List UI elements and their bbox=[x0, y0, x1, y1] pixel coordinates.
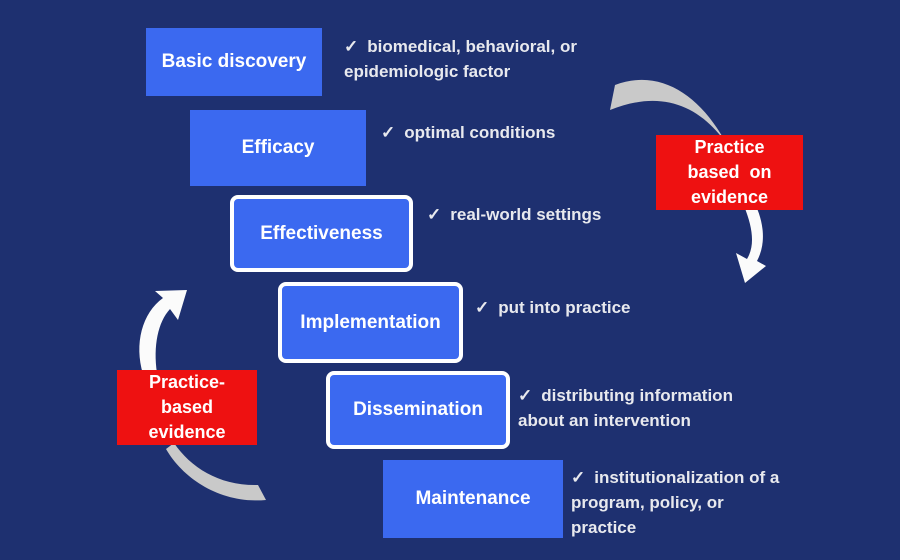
checkmark-icon: ✓ bbox=[344, 37, 359, 56]
callout-line: evidence bbox=[148, 422, 226, 442]
note-effectiveness: ✓ real-world settings bbox=[427, 202, 601, 227]
stage-label: Basic discovery bbox=[161, 51, 307, 72]
curved-arrow-gray-top-right bbox=[610, 79, 726, 143]
note-line: optimal conditions bbox=[404, 123, 556, 142]
stage-label: Effectiveness bbox=[260, 222, 383, 244]
stage-label: Implementation bbox=[300, 311, 441, 333]
stage-box-implementation: Implementation bbox=[278, 282, 463, 363]
note-line: institutionalization of a bbox=[594, 468, 780, 487]
callout-line: evidence bbox=[690, 187, 769, 207]
note-line: put into practice bbox=[498, 298, 631, 317]
checkmark-icon: ✓ bbox=[475, 298, 490, 317]
stage-box-basic-discovery: Basic discovery bbox=[146, 28, 322, 96]
note-line: distributing information bbox=[541, 386, 733, 405]
stage-box-maintenance: Maintenance bbox=[383, 460, 563, 538]
note-line: practice bbox=[571, 518, 637, 537]
down-arrow-white-right bbox=[736, 206, 766, 283]
note-implementation: ✓ put into practice bbox=[475, 295, 630, 320]
callout-line: based bbox=[160, 397, 214, 417]
stage-label: Maintenance bbox=[415, 488, 531, 509]
note-basic-discovery: ✓ biomedical, behavioral, or epidemiolog… bbox=[344, 34, 577, 84]
checkmark-icon: ✓ bbox=[381, 123, 396, 142]
callout-line: based on bbox=[687, 162, 772, 182]
note-line: real-world settings bbox=[450, 205, 602, 224]
stage-label: Dissemination bbox=[353, 399, 483, 420]
note-line: biomedical, behavioral, or bbox=[367, 37, 577, 56]
callout-practice-based-on-evidence: Practice based on evidence bbox=[656, 135, 803, 210]
checkmark-icon: ✓ bbox=[571, 468, 586, 487]
callout-line: Practice- bbox=[148, 372, 226, 392]
stage-box-efficacy: Efficacy bbox=[190, 110, 366, 186]
callout-line: Practice bbox=[694, 137, 765, 157]
note-line: about an intervention bbox=[518, 411, 691, 430]
note-efficacy: ✓ optimal conditions bbox=[381, 120, 555, 145]
callout-practice-based-evidence: Practice- based evidence bbox=[117, 370, 257, 445]
stage-label: Efficacy bbox=[241, 137, 315, 158]
note-dissemination: ✓ distributing information about an inte… bbox=[518, 383, 733, 433]
note-line: epidemiologic factor bbox=[344, 62, 511, 81]
checkmark-icon: ✓ bbox=[518, 386, 533, 405]
curved-arrow-gray-bottom-left bbox=[166, 443, 266, 501]
checkmark-icon: ✓ bbox=[427, 205, 442, 224]
stage-box-effectiveness: Effectiveness bbox=[230, 195, 413, 272]
stage-box-dissemination: Dissemination bbox=[326, 371, 510, 449]
up-arrow-white-left bbox=[139, 290, 187, 374]
note-line: program, policy, or bbox=[571, 493, 724, 512]
note-maintenance: ✓ institutionalization of a program, pol… bbox=[571, 465, 779, 540]
